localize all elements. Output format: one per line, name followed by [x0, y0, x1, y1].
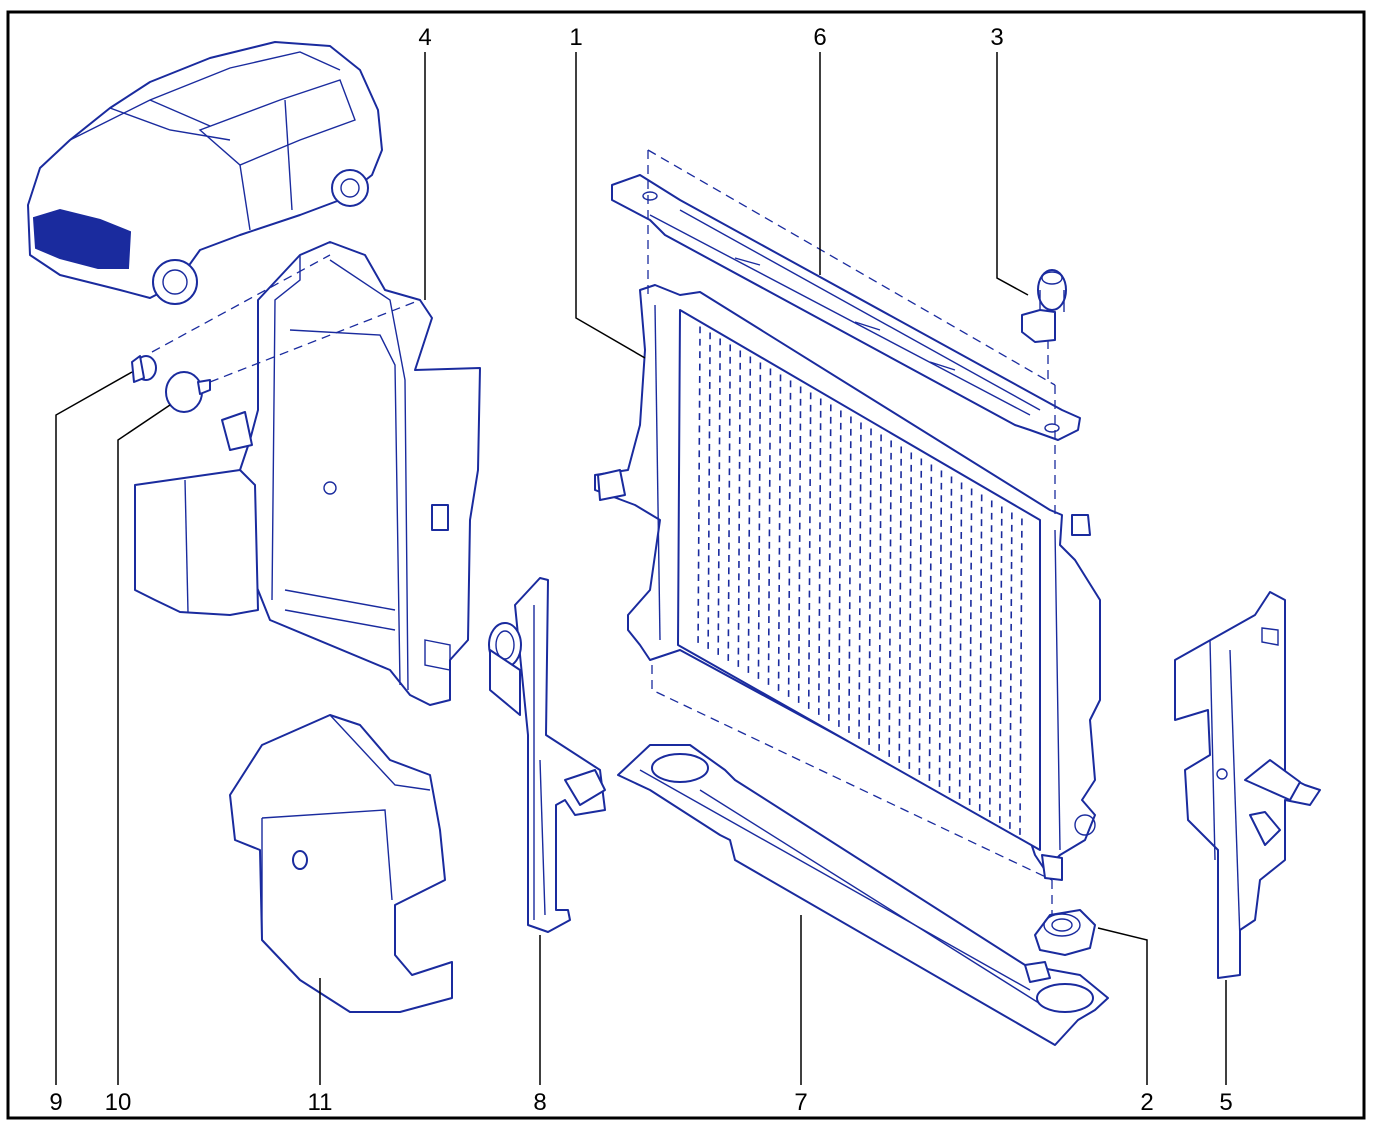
car-locator-icon — [27, 41, 383, 305]
lower-deflector-icon — [229, 714, 453, 1013]
callout-label: 11 — [308, 1089, 333, 1116]
leader-line-1 — [575, 52, 646, 359]
callout-label: 4 — [418, 24, 431, 51]
diagram-frame — [6, 10, 1366, 1120]
callout-label: 7 — [794, 1089, 807, 1116]
callout-label: 5 — [1219, 1089, 1232, 1116]
callout-label: 8 — [533, 1089, 546, 1116]
assembly-guide-lines — [151, 149, 1056, 915]
leader-line-3 — [996, 52, 1029, 296]
leader-line-2 — [1097, 927, 1148, 1085]
right-air-deflector-icon — [1174, 591, 1321, 979]
callout-label: 9 — [49, 1089, 62, 1116]
radiator-icon — [594, 284, 1101, 881]
callout-label: 2 — [1140, 1089, 1153, 1116]
lower-mount-pad-icon — [1034, 909, 1096, 956]
leader-line-9 — [55, 371, 133, 1085]
callout-label: 3 — [990, 24, 1003, 51]
upper-mount-pad-icon — [1021, 269, 1067, 343]
fastener-clip-icon — [131, 355, 157, 383]
lower-air-guide-icon — [617, 744, 1109, 1046]
callout-label: 6 — [813, 24, 826, 51]
left-air-deflector-icon — [134, 241, 481, 706]
plug-cap-icon — [165, 371, 211, 413]
leader-line-10 — [117, 404, 171, 1085]
upper-crossmember-icon — [611, 174, 1081, 441]
callout-label: 1 — [569, 24, 582, 51]
callout-label: 10 — [105, 1089, 132, 1116]
radiator-core-fins — [697, 326, 1023, 835]
callout-labels: 1 2 3 4 5 6 7 8 9 10 11 — [49, 24, 1232, 1116]
leader-lines — [55, 52, 1227, 1085]
side-bracket-icon — [488, 577, 606, 933]
